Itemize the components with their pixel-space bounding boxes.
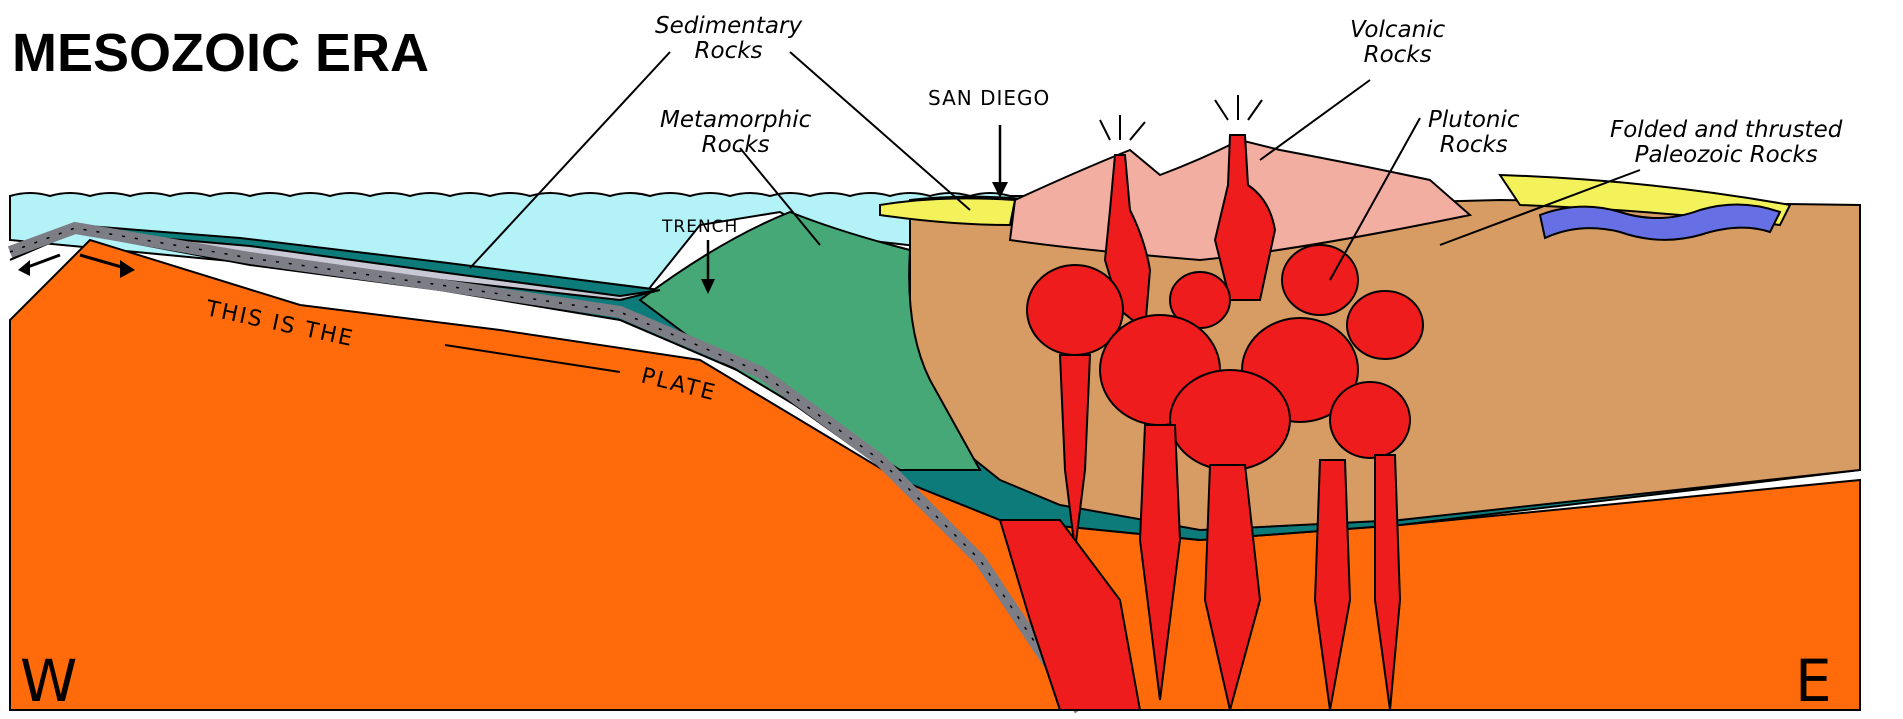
spark-1 (1100, 120, 1110, 140)
spark-4 (1215, 100, 1228, 120)
spark-6 (1248, 100, 1262, 120)
leader-sedimentary-right (790, 52, 970, 210)
label-trench: TRENCH (662, 215, 738, 240)
spark-3 (1130, 122, 1145, 140)
pluton-6 (1347, 291, 1423, 359)
label-folded-line-2: Paleozoic Rocks (1610, 143, 1842, 168)
eruption-sparks (1100, 95, 1262, 140)
label-folded-paleozoic: Folded and thrusted Paleozoic Rocks (1610, 118, 1842, 168)
label-sedimentary-rocks: Sedimentary Rocks (655, 14, 802, 64)
pluton-8 (1330, 382, 1410, 458)
label-folded-line-1: Folded and thrusted (1610, 118, 1842, 143)
label-plutonic-line-1: Plutonic (1428, 108, 1520, 133)
pluton-3 (1282, 245, 1358, 315)
label-plutonic-line-2: Rocks (1428, 133, 1520, 158)
label-volcanic-rocks: Volcanic Rocks (1350, 18, 1445, 68)
label-sedimentary-line-2: Rocks (655, 39, 802, 64)
page-title: MESOZOIC ERA (12, 22, 429, 84)
ridge-arrow-west (25, 255, 60, 268)
label-volcanic-line-2: Rocks (1350, 43, 1445, 68)
label-metamorphic-rocks: Metamorphic Rocks (660, 108, 811, 158)
label-volcanic-line-1: Volcanic (1350, 18, 1445, 43)
label-metamorphic-line-2: Rocks (660, 133, 811, 158)
pluton-7 (1170, 370, 1290, 470)
leader-volcanic (1260, 80, 1370, 160)
label-plutonic-rocks: Plutonic Rocks (1428, 108, 1520, 158)
label-sedimentary-line-1: Sedimentary (655, 14, 802, 39)
direction-east: E (1795, 652, 1832, 710)
ridge-arrow-west-head (18, 260, 30, 276)
label-metamorphic-line-1: Metamorphic (660, 108, 811, 133)
direction-west: W (20, 652, 77, 710)
label-san-diego: SAN DIEGO (928, 86, 1050, 111)
